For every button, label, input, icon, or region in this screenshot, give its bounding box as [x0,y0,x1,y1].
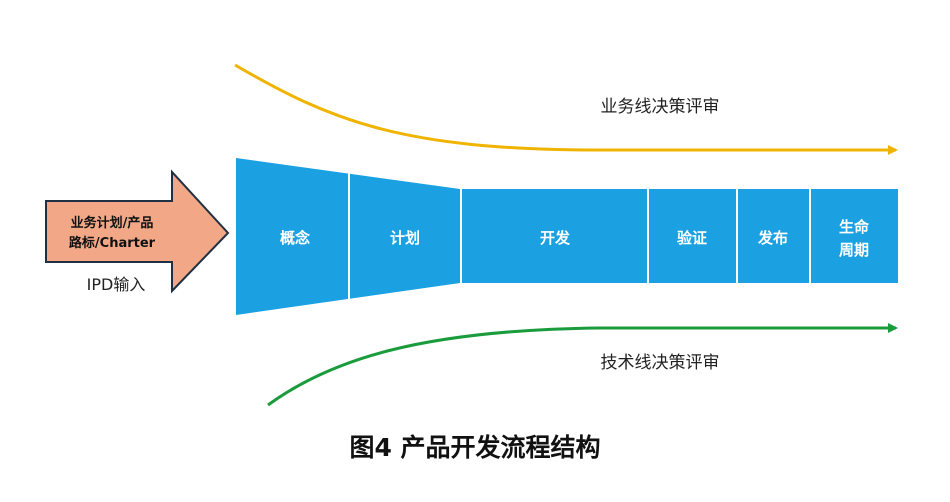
stage-plan-label: 计划 [390,229,420,247]
stage-verify-label: 验证 [677,229,707,247]
business-review-curve [234,63,898,155]
funnel-body [236,158,898,315]
technical-review-curve [267,323,898,407]
ipd-input-arrow [45,169,230,294]
stage-concept-label: 概念 [280,229,310,247]
figure-caption: 图4 产品开发流程结构 [349,433,601,462]
input-arrow-text-line2: 路标/Charter [69,235,156,251]
stage-lifecycle-label-line1: 生命 [839,218,870,236]
technical-review-label: 技术线决策评审 [601,353,720,373]
stage-develop-label: 开发 [540,229,571,247]
stage-lifecycle-label-line2: 周期 [839,241,869,259]
input-arrow-text-line1: 业务计划/产品 [71,215,154,231]
ipd-input-label: IPD输入 [87,275,146,294]
stage-release-label: 发布 [757,229,788,247]
business-review-label: 业务线决策评审 [601,97,720,117]
